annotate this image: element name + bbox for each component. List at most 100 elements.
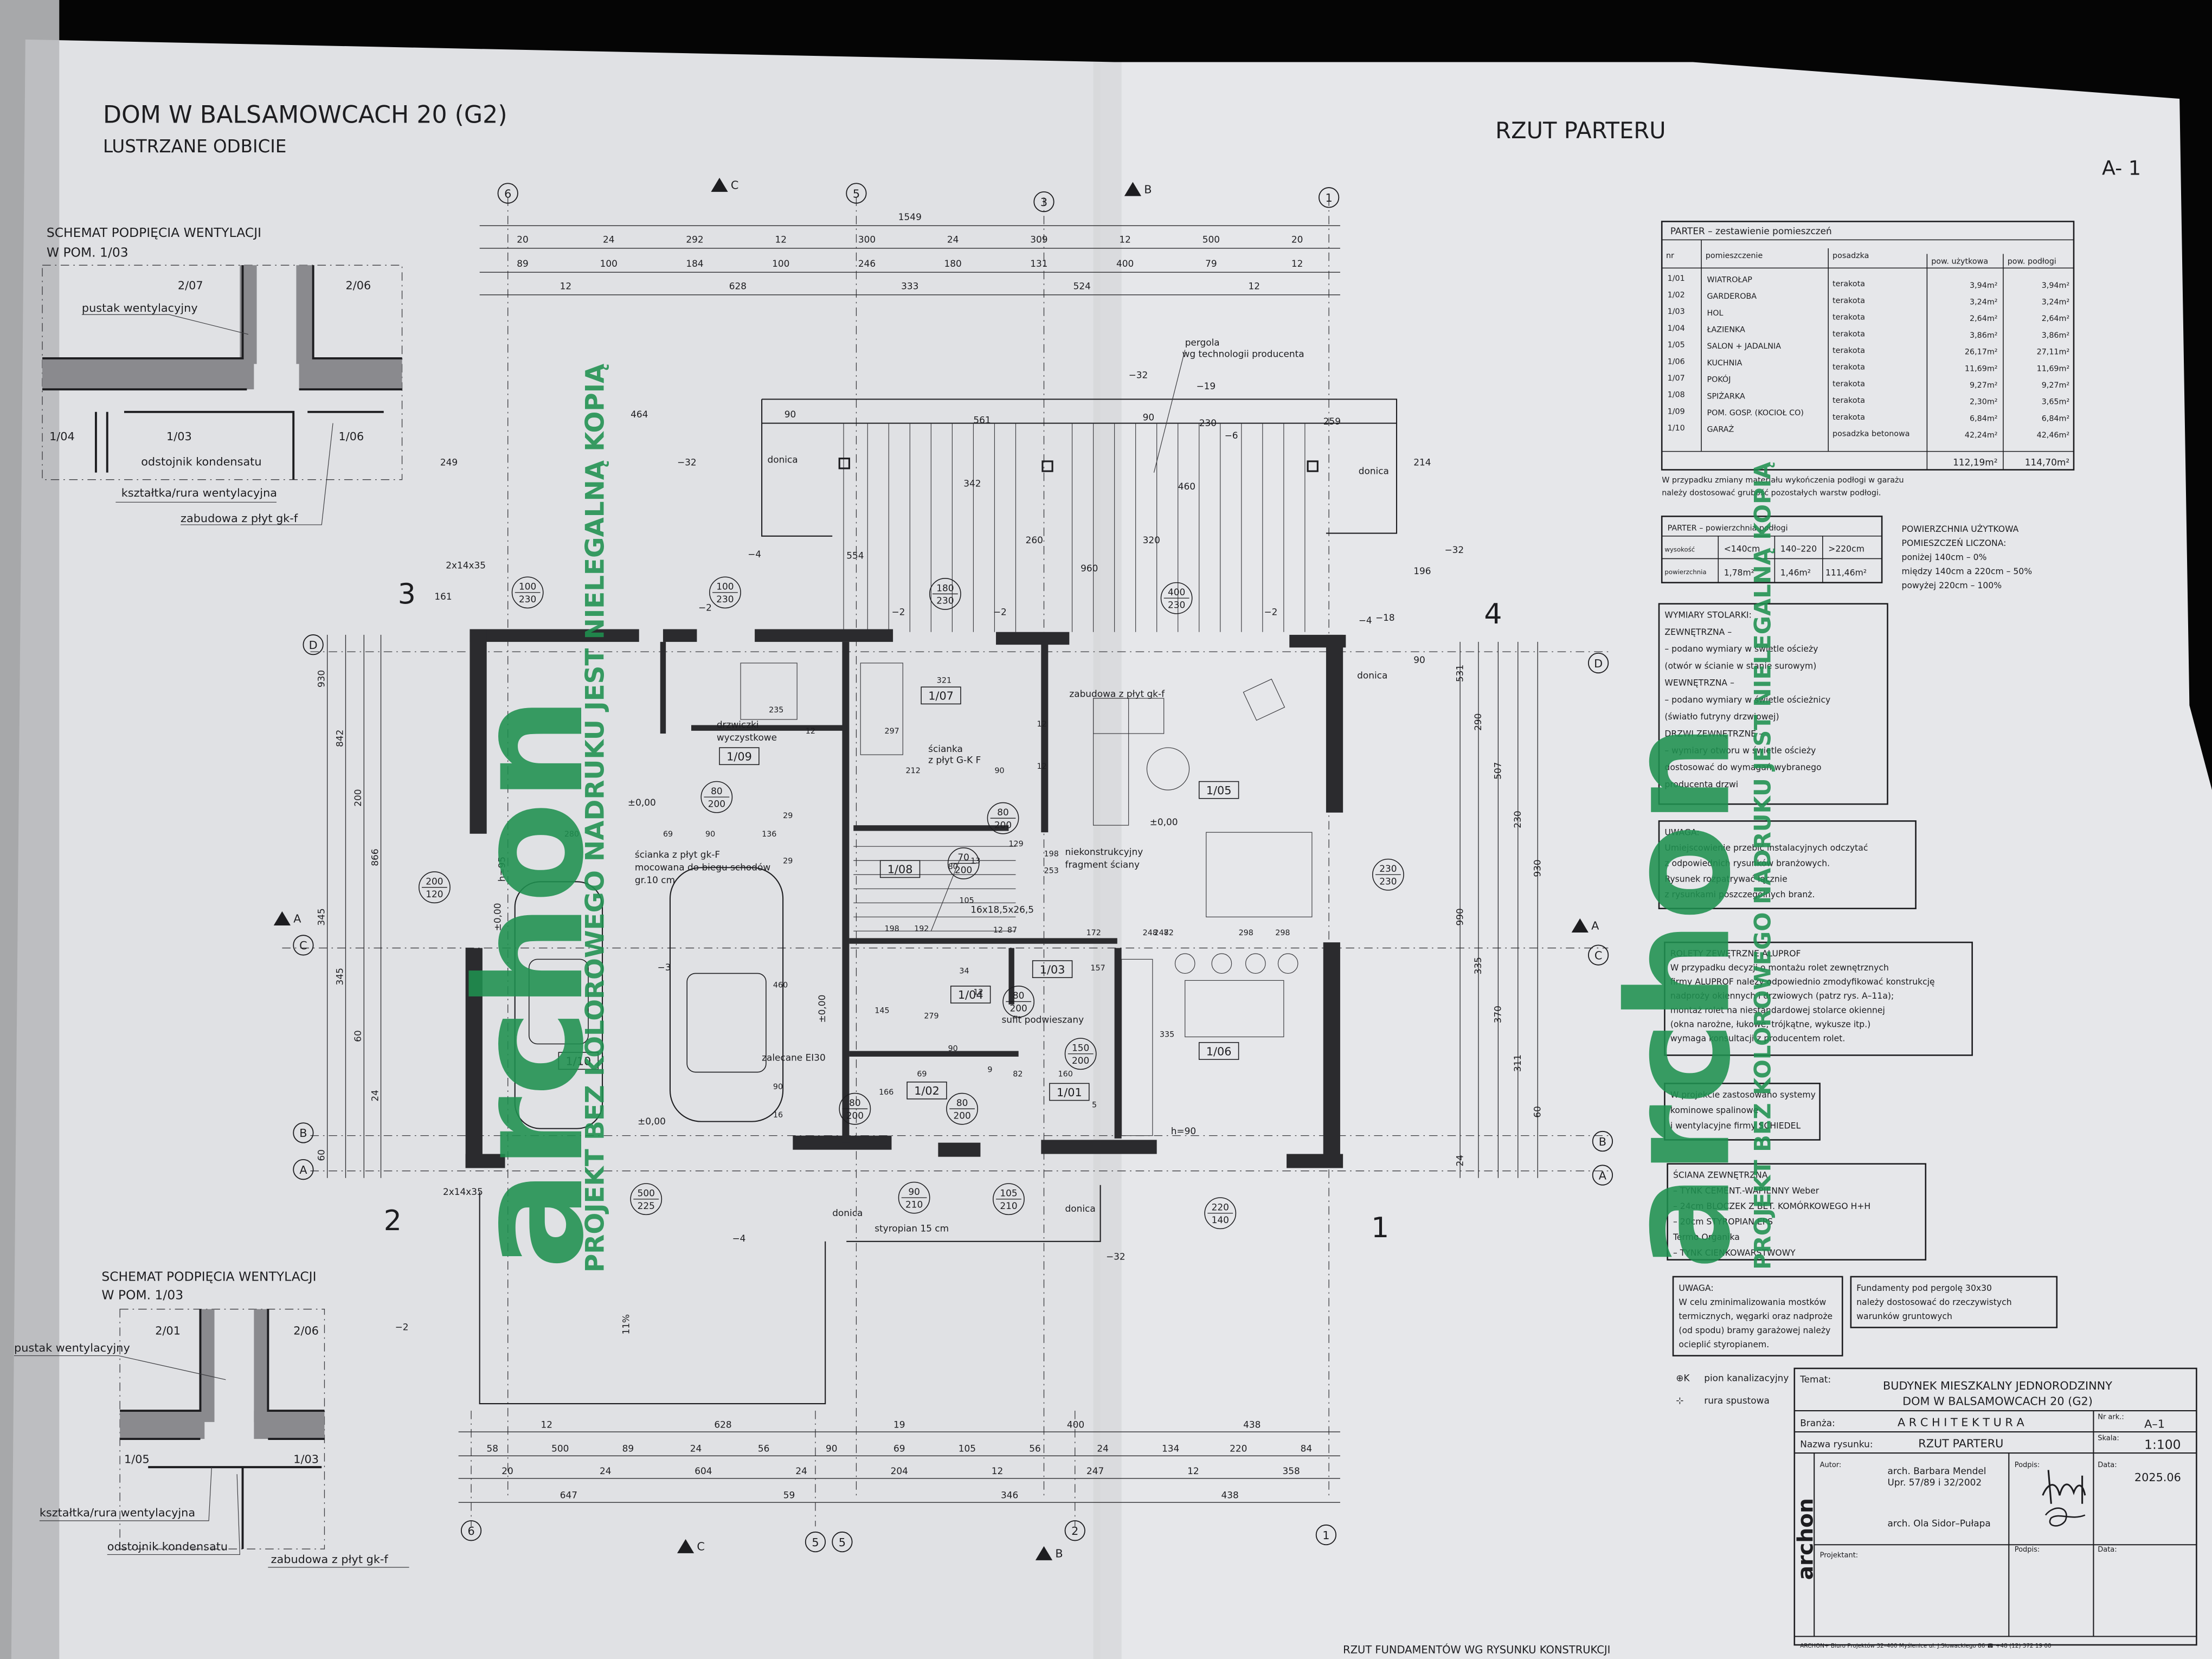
axis-number: 1 bbox=[1326, 191, 1333, 204]
dim-inner: 166 bbox=[879, 1088, 893, 1097]
level-mark: −32 bbox=[1106, 1251, 1126, 1262]
dim-bottom: 12 bbox=[992, 1465, 1004, 1476]
door-height: 210 bbox=[1000, 1200, 1017, 1211]
dim-bottom: 358 bbox=[1282, 1465, 1300, 1476]
note-line: UWAGA: bbox=[1679, 1283, 1713, 1293]
axis-circle bbox=[805, 1531, 826, 1553]
annotation: mocowana do biegu schodów bbox=[635, 861, 770, 872]
door-height: 230 bbox=[519, 594, 536, 605]
dim-top: 246 bbox=[858, 258, 876, 269]
room-tag-box bbox=[921, 686, 961, 705]
vent-scheme-title: SCHEMAT PODPIĘCIA WENTYLACJI bbox=[47, 225, 261, 240]
column-header: pow. podłogi bbox=[2008, 258, 2056, 266]
column-header: posadzka bbox=[1832, 252, 1869, 260]
dim-inner: 321 bbox=[937, 676, 951, 685]
level-mark: −2 bbox=[1264, 606, 1277, 617]
note-line: warunków gruntowych bbox=[1856, 1311, 1952, 1321]
note-line: – wymiary otworu w świetle ościeży bbox=[1664, 745, 1816, 755]
rule-line: POWIERZCHNIA UŻYTKOWA bbox=[1902, 524, 2019, 534]
callout-label: zabudowa z płyt gk-f bbox=[271, 1553, 389, 1566]
drawing-name-value: RZUT PARTERU bbox=[1918, 1437, 2003, 1450]
dim-pergola: 196 bbox=[1413, 565, 1431, 576]
downpipe-icon: ⊹ bbox=[1676, 1395, 1683, 1406]
rule-line: POMIESZCZEŃ LICZONA: bbox=[1902, 538, 2007, 548]
annotation: h=95 bbox=[497, 857, 507, 882]
pergola-note: wg technologii producenta bbox=[1182, 348, 1304, 359]
dim-right: 531 bbox=[1454, 665, 1465, 682]
floor-finish: posadzka betonowa bbox=[1832, 430, 1909, 439]
dim-inner: 90 bbox=[994, 767, 1004, 775]
field-label: Branża: bbox=[1800, 1418, 1835, 1429]
level-mark: −18 bbox=[1375, 612, 1395, 623]
dim-inner: 192 bbox=[914, 924, 929, 933]
walls bbox=[465, 629, 1346, 1168]
note-line: W przypadku decyzji o montażu rolet zewn… bbox=[1670, 963, 1889, 973]
floor-finish: terakota bbox=[1832, 313, 1865, 322]
dim-top: 400 bbox=[1116, 258, 1134, 269]
dim-left: 866 bbox=[369, 848, 380, 866]
room-tag: 1/09 bbox=[726, 750, 752, 763]
door-height: 200 bbox=[708, 798, 725, 809]
table-note: W przypadku zmiany materiału wykończenia… bbox=[1662, 476, 1904, 485]
door-width: 80 bbox=[956, 1097, 968, 1108]
axis-circle bbox=[1315, 1524, 1337, 1546]
axis-letter: A bbox=[1599, 1169, 1607, 1182]
dim-pergola: 161 bbox=[434, 591, 452, 602]
axis-letter: A bbox=[299, 1163, 307, 1176]
field-label: Temat: bbox=[1799, 1374, 1831, 1385]
dim-inner: 69 bbox=[663, 830, 673, 839]
usable-area: 2,64m² bbox=[1970, 314, 1997, 323]
dim-inner: 145 bbox=[874, 1006, 889, 1015]
dim-inner: 280 bbox=[564, 830, 579, 839]
dim-inner: 90 bbox=[773, 1083, 783, 1091]
dim-bottom: 24 bbox=[795, 1465, 807, 1476]
note-box bbox=[1664, 941, 1973, 1056]
dim-bottom: 647 bbox=[560, 1489, 577, 1500]
note-line: ROLETY ZEWĘTRZNE ALUPROF bbox=[1670, 949, 1801, 959]
furniture bbox=[740, 663, 1313, 1136]
dim-top: 300 bbox=[858, 234, 876, 245]
room-name: WIATROŁAP bbox=[1707, 275, 1752, 284]
dim-inner: 105 bbox=[959, 896, 974, 905]
annotation: sufit podwieszany bbox=[1001, 1014, 1084, 1025]
room-number: 1/10 bbox=[1668, 424, 1685, 433]
annotation: fragment ściany bbox=[1065, 859, 1140, 870]
room-tag: 1/01 bbox=[1057, 1086, 1082, 1099]
note-line: – TYNK CIENKOWARSTWOWY bbox=[1673, 1248, 1796, 1258]
table-note: należy dostosować grubość pozostałych wa… bbox=[1662, 488, 1881, 497]
note-line: z rysunkami poszczególnych branż. bbox=[1664, 890, 1815, 899]
note-line: Umiejscowienie przebić instalacyjnych od… bbox=[1664, 843, 1868, 853]
door-tag-circle bbox=[1002, 986, 1035, 1018]
dim-right: 990 bbox=[1454, 908, 1465, 925]
dim-inner: 160 bbox=[1058, 1070, 1073, 1078]
table-border bbox=[1661, 516, 1883, 583]
annotation: gr.10 cm bbox=[635, 874, 675, 885]
dim-inner: 253 bbox=[1044, 867, 1059, 876]
dim-top: 333 bbox=[901, 280, 918, 291]
note-line: ŚCIANA ZEWNĘTRZNA bbox=[1673, 1170, 1768, 1180]
floor-area: 3,94m² bbox=[2042, 281, 2069, 290]
dim-inner: 248 bbox=[1154, 929, 1168, 937]
note-line: termicznych, węgarki oraz nadproże bbox=[1679, 1311, 1832, 1321]
usable-area: 6,84m² bbox=[1970, 414, 1997, 423]
door-height: 200 bbox=[1072, 1055, 1089, 1066]
note-line: W projekcie zastosowano systemy bbox=[1670, 1090, 1816, 1099]
door-tag-circle bbox=[1160, 582, 1193, 614]
door-height: 200 bbox=[846, 1110, 864, 1121]
elevation-number: 4 bbox=[1484, 598, 1502, 631]
legend-label: pion kanalizacyjny bbox=[1704, 1372, 1789, 1383]
vent-scheme-bottom: SCHEMAT PODPIĘCIA WENTYLACJI W POM. 1/03… bbox=[14, 1269, 409, 1568]
dim-inner: 29 bbox=[783, 857, 793, 865]
room-number: 1/08 bbox=[1668, 391, 1685, 400]
note-box bbox=[1658, 820, 1917, 910]
driveway-outline bbox=[479, 1185, 1101, 1405]
dim-bottom: 500 bbox=[551, 1443, 569, 1454]
level-mark: −4 bbox=[1359, 615, 1372, 626]
note-joinery: WYMIARY STOLARKI:ZEWNĘTRZNA –– podano wy… bbox=[1658, 603, 1888, 805]
watermark-text: PROJEKT BEZ KOLOROWEGO NADRUKU JEST NIEL… bbox=[581, 363, 610, 1272]
elevation-number: 3 bbox=[398, 578, 416, 611]
axis-letter: D bbox=[1594, 657, 1603, 670]
dim-bottom: 220 bbox=[1230, 1443, 1247, 1454]
project-title: DOM W BALSAMOWCACH 20 (G2) bbox=[103, 101, 507, 128]
